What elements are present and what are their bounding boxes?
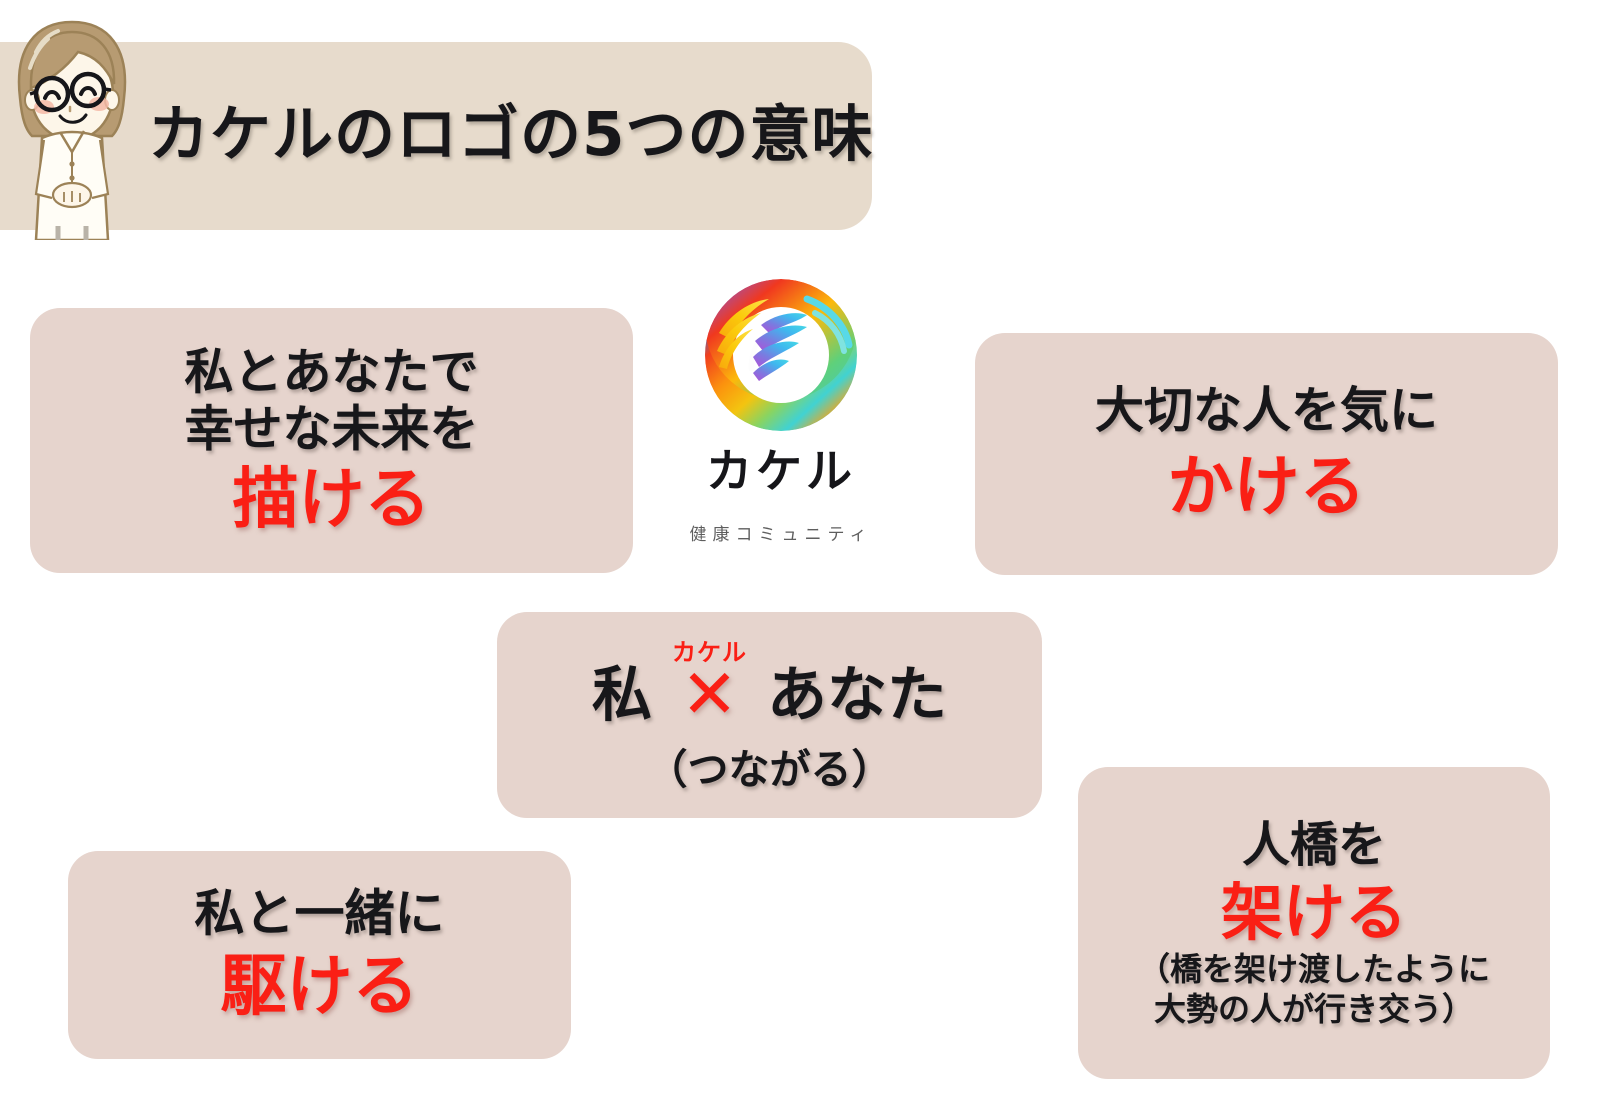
care-keyword: かける <box>1167 447 1366 525</box>
meaning-box-care: 大切な人を気に かける <box>975 333 1558 575</box>
meaning-box-draw-content: 私とあなたで 幸せな未来を 描ける <box>30 343 633 539</box>
run-keyword: 駆ける <box>220 947 419 1025</box>
draw-line-1: 私とあなたで <box>184 342 479 400</box>
meaning-box-run-content: 私と一緒に 駆ける <box>68 885 571 1026</box>
bridge-note-2: 大勢の人が行き交う） <box>1153 989 1474 1028</box>
connect-sub-label: （つながる） <box>646 745 893 794</box>
meaning-box-connect: 私 カケル ✕ あなた （つながる） <box>497 612 1042 818</box>
connect-ruby-label: カケル <box>672 638 747 667</box>
connect-left-word: 私 <box>592 660 652 731</box>
logo-tagline: 健康コミュニティ <box>689 525 873 545</box>
logo-name: カケル <box>706 444 856 498</box>
connect-right-word: あなた <box>767 660 947 731</box>
bridge-keyword: 架ける <box>1220 875 1407 949</box>
meaning-box-bridge-content: 人橋を 架ける （橋を架け渡したように 大勢の人が行き交う） <box>1078 817 1550 1029</box>
bridge-note-1: （橋を架け渡したように <box>1137 949 1490 988</box>
cross-icon: ✕ <box>681 655 738 735</box>
meaning-box-connect-content: 私 カケル ✕ あなた （つながる） <box>497 635 1042 796</box>
meaning-box-draw: 私とあなたで 幸せな未来を 描ける <box>30 308 633 573</box>
title-banner <box>0 42 872 230</box>
draw-line-2: 幸せな未来を <box>184 400 479 458</box>
female-doctor-illustration <box>2 12 142 242</box>
page-title: カケルのロゴの5つの意味 <box>148 99 874 170</box>
run-line-1: 私と一緒に <box>194 884 445 943</box>
meaning-box-bridge: 人橋を 架ける （橋を架け渡したように 大勢の人が行き交う） <box>1078 767 1550 1079</box>
draw-keyword: 描ける <box>232 460 431 538</box>
meaning-box-care-content: 大切な人を気に かける <box>975 382 1558 526</box>
connect-cross-group: カケル ✕ <box>672 638 747 735</box>
connect-equation: 私 カケル ✕ あなた <box>497 635 1042 735</box>
meaning-box-run: 私と一緒に 駆ける <box>68 851 571 1059</box>
kakeru-logo-panel: カケル 健康コミュニティ <box>661 245 901 570</box>
rainbow-circle-hand-logo-icon <box>689 259 873 443</box>
care-line-1: 大切な人を気に <box>1094 382 1438 440</box>
bridge-line-1: 人橋を <box>1241 817 1386 874</box>
